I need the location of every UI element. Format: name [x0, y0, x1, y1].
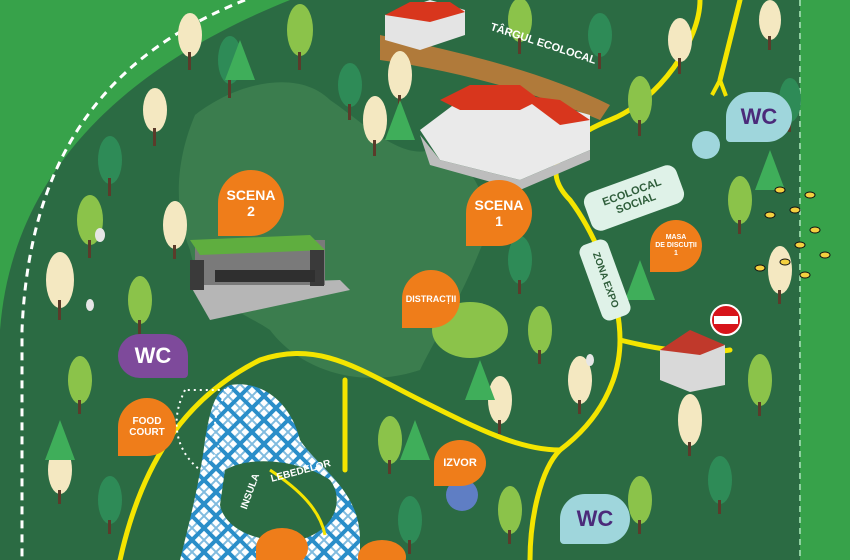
tree-icon — [498, 486, 522, 544]
building-icon — [660, 330, 725, 392]
distractii-pin[interactable]: DISTRACȚII — [402, 270, 460, 328]
tree-icon — [143, 88, 167, 146]
tree-icon — [400, 420, 430, 460]
scena-2-pin[interactable]: SCENA 2 — [218, 170, 284, 236]
food-court-pin[interactable]: FOOD COURT — [118, 398, 176, 456]
tree-icon — [45, 420, 75, 460]
bee-icon — [754, 186, 831, 279]
tree-icon — [98, 476, 122, 534]
rabbit-icon — [86, 228, 594, 366]
wc-label: WC — [740, 104, 778, 129]
tree-icon — [178, 13, 202, 70]
tree-icon — [588, 13, 612, 69]
tree-icon — [568, 356, 592, 414]
scena-2-number: 2 — [247, 203, 255, 219]
tree-icon — [678, 394, 702, 456]
tree-icon — [128, 276, 152, 334]
wc-label: WC — [134, 343, 172, 368]
masa-number: 1 — [674, 249, 678, 257]
tree-icon — [755, 150, 785, 190]
de-discutii-label: DE DISCUȚII — [655, 242, 697, 250]
tree-icon — [385, 100, 415, 140]
swan-island — [220, 461, 337, 541]
tree-icon — [759, 0, 781, 50]
tree-icon — [625, 260, 655, 300]
spring-pond — [446, 479, 478, 511]
tree-icon — [488, 376, 512, 434]
masa-discutii-pin[interactable]: MASA DE DISCUȚII 1 — [650, 220, 702, 272]
scena-2-label: SCENA — [226, 187, 276, 203]
building-icon — [420, 85, 590, 190]
no-entry-sign-icon — [710, 304, 742, 336]
tree-icon — [287, 4, 313, 70]
tree-icon — [748, 354, 772, 416]
tree-icon — [508, 236, 532, 294]
tree-icon — [378, 416, 402, 474]
tree-icon — [225, 40, 255, 80]
masa-label: MASA — [665, 234, 687, 242]
right-border — [800, 0, 850, 560]
building-icon — [385, 0, 465, 50]
pond-small — [692, 131, 720, 159]
scena-1-number: 1 — [495, 213, 503, 229]
wc-pin-left[interactable]: WC — [118, 334, 188, 378]
tree-icon — [68, 356, 92, 414]
distractii-label: DISTRACȚII — [405, 294, 457, 304]
wc-pin-top-right[interactable]: WC — [726, 92, 792, 142]
trees — [45, 0, 801, 554]
tree-icon — [708, 456, 732, 514]
market-strip — [380, 35, 610, 120]
wc-pin-bottom[interactable]: WC — [560, 494, 630, 544]
lake-pin-2[interactable] — [358, 540, 406, 560]
tree-icon — [46, 252, 74, 320]
stage-icon — [190, 235, 350, 320]
tree-icon — [465, 360, 495, 400]
izvor-pin[interactable]: IZVOR — [434, 440, 486, 486]
tree-icon — [398, 496, 422, 554]
tree-icon — [98, 136, 122, 196]
scena-1-pin[interactable]: SCENA 1 — [466, 180, 532, 246]
tree-icon — [528, 306, 552, 364]
tree-icon — [163, 201, 187, 259]
tree-icon — [628, 476, 652, 534]
food-label: FOOD — [132, 416, 162, 427]
tree-icon — [363, 96, 387, 156]
tree-icon — [508, 0, 532, 54]
court-label: COURT — [129, 427, 165, 438]
food-court-area — [175, 389, 233, 472]
tree-icon — [628, 76, 652, 136]
tree-icon — [768, 246, 792, 304]
wc-label: WC — [576, 506, 614, 531]
izvor-label: IZVOR — [443, 457, 477, 469]
tree-icon — [668, 18, 692, 74]
scena-1-label: SCENA — [474, 197, 524, 213]
lake-pin-1[interactable] — [256, 528, 308, 560]
tree-icon — [728, 176, 752, 234]
tree-icon — [338, 63, 362, 120]
